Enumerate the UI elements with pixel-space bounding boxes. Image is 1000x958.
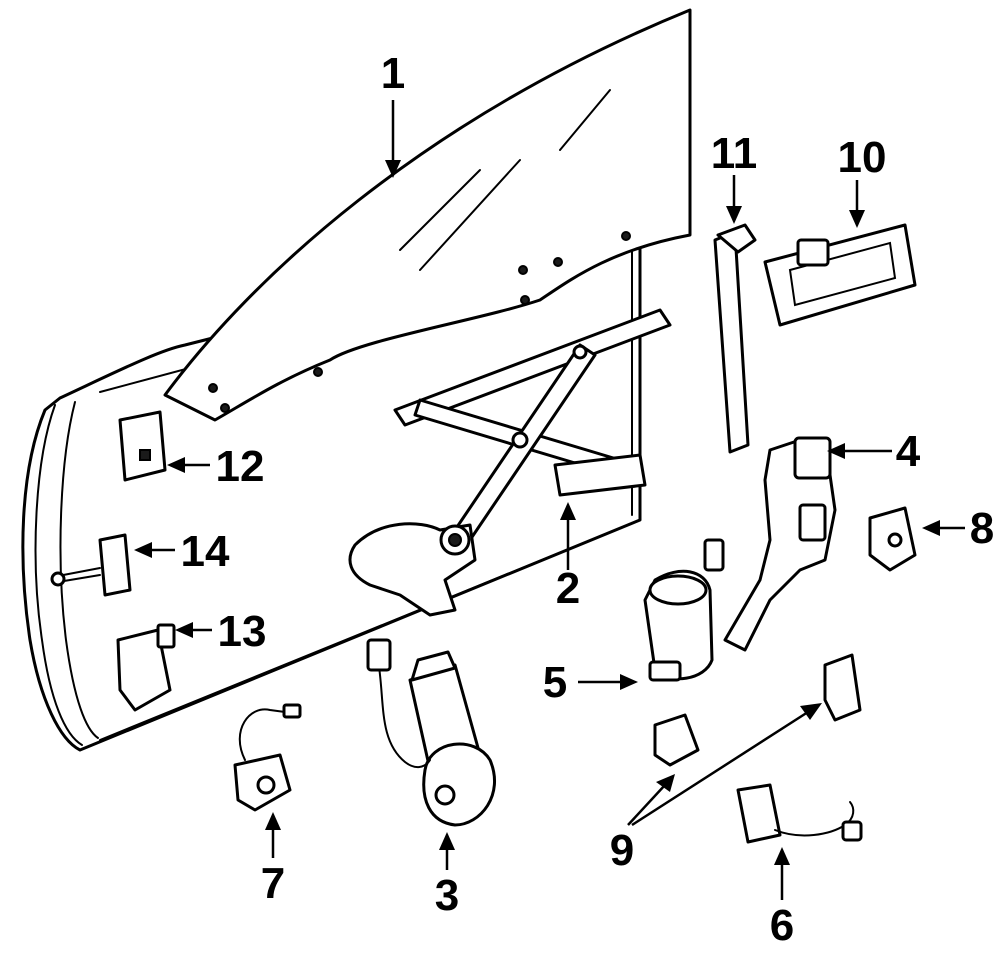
door-sensor: [233, 703, 302, 812]
door-switch-harness: [736, 783, 863, 844]
window-regulator: [348, 308, 672, 617]
callout-14: 14: [181, 527, 230, 576]
callout-4: 4: [896, 427, 921, 476]
door-check-strap: [50, 533, 132, 597]
callout-11: 11: [711, 129, 758, 178]
callout-9: 9: [610, 826, 634, 875]
door-lock-cylinder: [643, 538, 725, 682]
lower-door-hinge: [116, 623, 176, 712]
door-lock-mechanism: [723, 436, 837, 652]
glass-run-channel: [713, 223, 757, 454]
upper-door-hinge: [118, 410, 167, 482]
door-switch-pair: [653, 653, 862, 767]
callout-6: 6: [770, 901, 794, 950]
door-glass: [163, 8, 692, 422]
callout-8: 8: [970, 504, 994, 553]
callout-7: 7: [261, 859, 285, 908]
callout-3: 3: [435, 871, 459, 920]
latch-bracket: [868, 506, 917, 572]
window-motor: [366, 638, 496, 827]
callout-5: 5: [543, 658, 567, 707]
leader-lines: [134, 100, 965, 900]
callout-10: 10: [838, 133, 887, 182]
callout-13: 13: [218, 607, 267, 656]
callout-2: 2: [556, 564, 580, 613]
callout-1: 1: [381, 49, 405, 98]
callout-labels: 1 2 3 4 5 6 7 8 9 10 11 12 13 14: [181, 49, 995, 950]
callout-12: 12: [216, 442, 265, 491]
inside-door-handle: [763, 223, 917, 327]
